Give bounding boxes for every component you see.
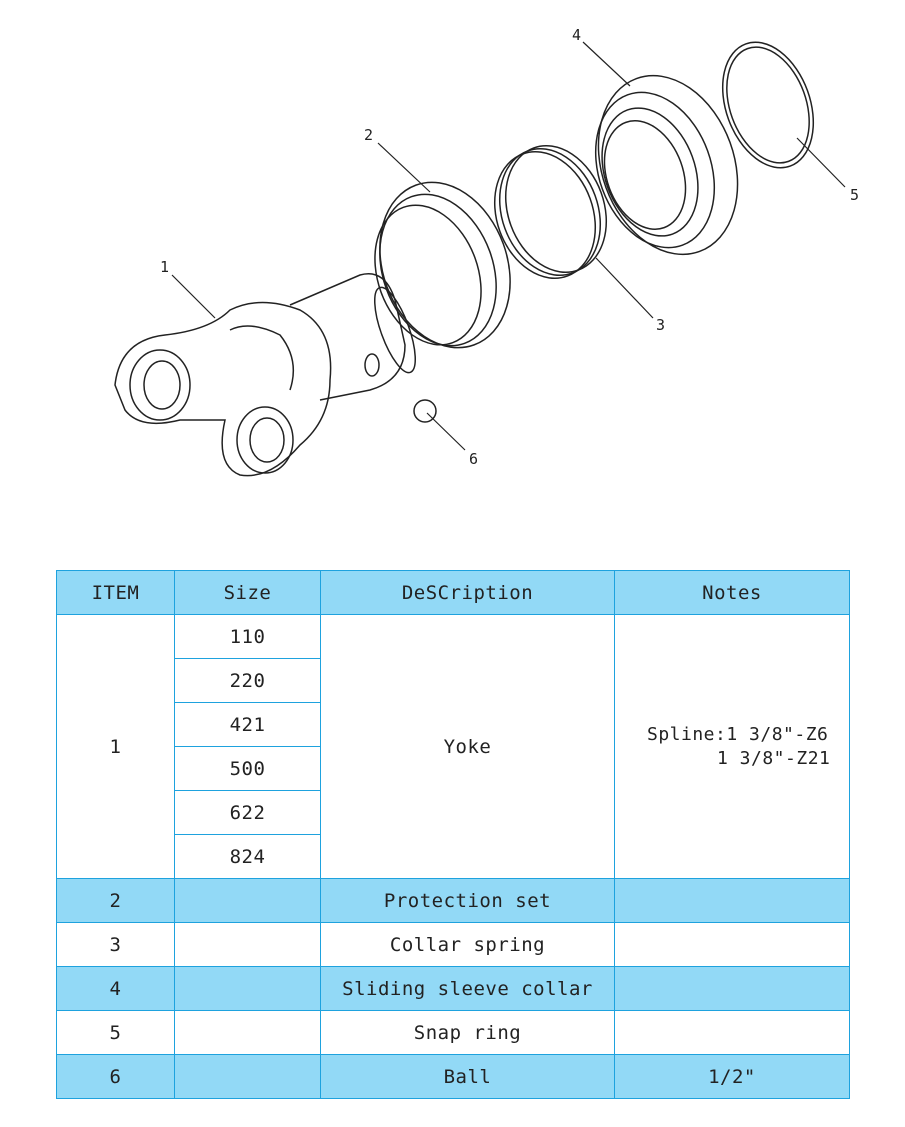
callout-1: 1 — [160, 258, 169, 276]
sliding-sleeve-collar-part — [594, 74, 739, 256]
protection-set-part — [374, 181, 511, 349]
table-row: 4 Sliding sleeve collar — [56, 966, 850, 1011]
size-cell: 110 — [174, 614, 321, 659]
leader-lines — [171, 41, 846, 451]
table-row: 3 Collar spring — [56, 922, 850, 967]
size-cell — [174, 1054, 321, 1099]
size-cell: 622 — [174, 790, 321, 835]
callout-6: 6 — [469, 450, 478, 468]
callout-2: 2 — [364, 126, 373, 144]
item-cell: 5 — [56, 1010, 175, 1055]
size-cell: 824 — [174, 834, 321, 879]
description-cell: Collar spring — [320, 922, 615, 967]
notes-cell — [614, 1010, 850, 1055]
table-row: 2 Protection set — [56, 878, 850, 923]
size-cell: 500 — [174, 746, 321, 791]
description-cell: Protection set — [320, 878, 615, 923]
size-cell — [174, 966, 321, 1011]
table-row: 500 — [57, 746, 850, 791]
description-cell: Ball — [320, 1054, 615, 1099]
callout-4: 4 — [572, 26, 581, 44]
collar-spring-part — [493, 145, 608, 279]
table-row: 5 Snap ring — [56, 1010, 850, 1055]
notes-cell — [614, 966, 850, 1011]
size-cell — [174, 922, 321, 967]
description-cell: Yoke — [320, 614, 615, 879]
notes-cell — [614, 878, 850, 923]
item-cell: 3 — [56, 922, 175, 967]
description-cell: Sliding sleeve collar — [320, 966, 615, 1011]
notes-line-1: Spline:1 3/8"-Z6 — [647, 723, 829, 745]
table-row: 6 Ball 1/2" — [56, 1054, 850, 1099]
yoke-part — [114, 273, 416, 477]
callout-5: 5 — [850, 186, 859, 204]
table-row: 421 — [57, 702, 850, 747]
description-cell: Snap ring — [320, 1010, 615, 1055]
size-cell: 421 — [174, 702, 321, 747]
table-header-row: ITEM Size DeSCription Notes — [56, 570, 850, 615]
notes-cell — [614, 922, 850, 967]
item-cell: 1 — [56, 614, 175, 879]
notes-cell: 1/2" — [614, 1054, 850, 1099]
header-notes: Notes — [614, 570, 850, 615]
header-item: ITEM — [56, 570, 175, 615]
snap-ring-part — [721, 41, 815, 169]
parts-table: ITEM Size DeSCription Notes 1 110 Yoke S… — [56, 570, 850, 1099]
table-row: 220 — [57, 658, 850, 703]
item-cell: 4 — [56, 966, 175, 1011]
item-cell: 2 — [56, 878, 175, 923]
size-cell — [174, 878, 321, 923]
size-cell — [174, 1010, 321, 1055]
exploded-parts-drawing: 1 2 3 4 5 6 — [114, 26, 859, 477]
item-cell: 6 — [56, 1054, 175, 1099]
table-row: 824 — [57, 834, 850, 879]
header-size: Size — [174, 570, 321, 615]
size-cell: 220 — [174, 658, 321, 703]
callout-3: 3 — [656, 316, 665, 334]
table-row: 622 — [57, 790, 850, 835]
notes-line-2: 1 3/8"-Z21 — [717, 747, 831, 769]
ball-part — [413, 399, 437, 423]
header-description: DeSCription — [320, 570, 615, 615]
